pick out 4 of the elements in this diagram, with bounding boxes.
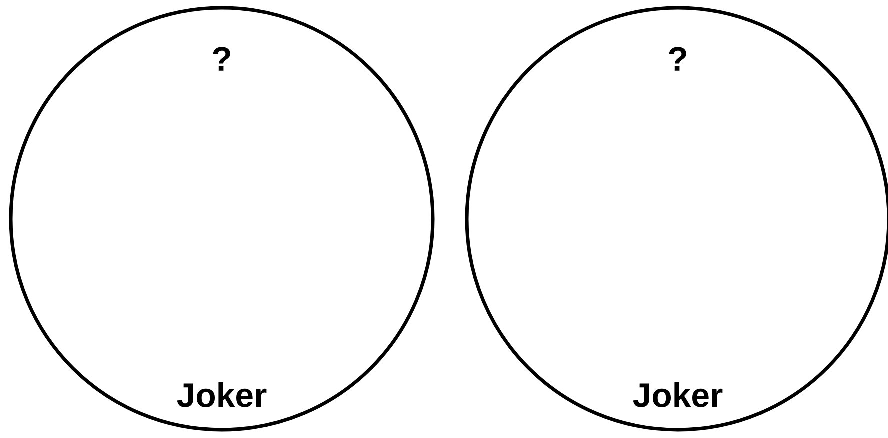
circle-label: Joker — [633, 382, 723, 408]
question-mark: ? — [213, 47, 230, 71]
circle-label: Joker — [177, 382, 267, 408]
question-mark: ? — [669, 47, 686, 71]
